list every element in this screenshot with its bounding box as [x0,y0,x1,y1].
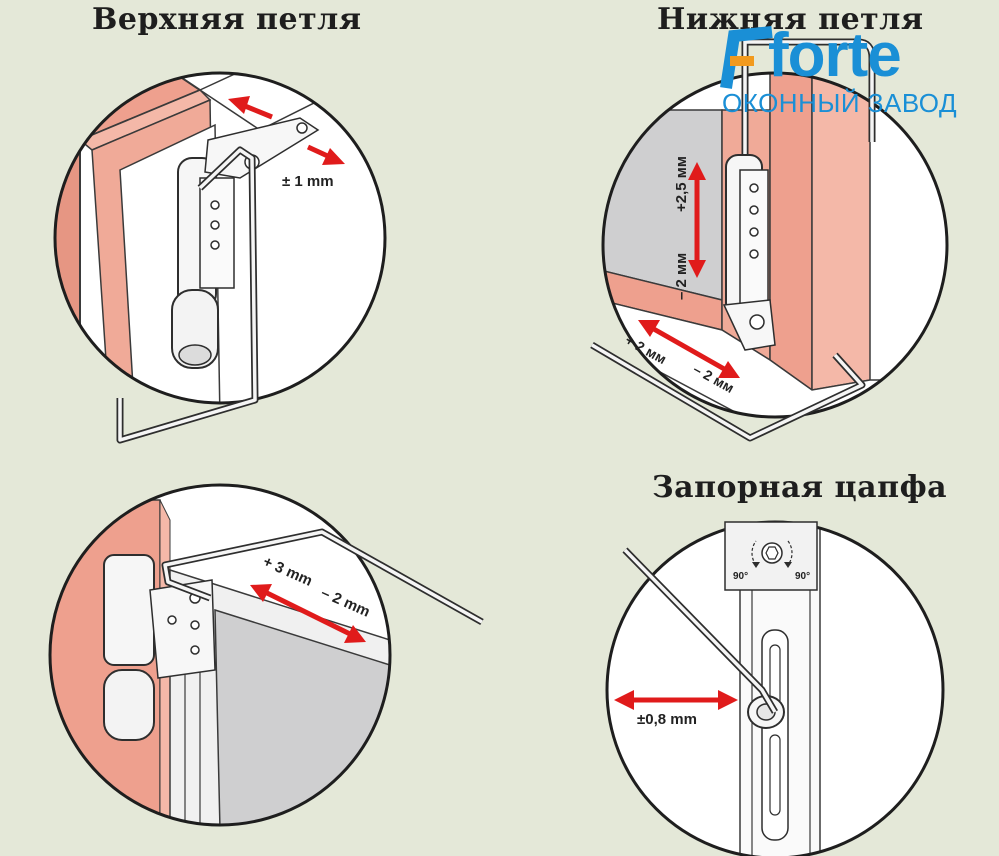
glass-pane [603,109,723,301]
top-hinge-title: Верхняя петля [92,2,362,37]
latch-pin-title: Запорная цапфа [652,470,948,505]
bottom-hinge-body [722,154,776,351]
bottom-hinge-up-label: +2,5 мм [673,156,690,212]
bottom-hinge-title: Нижняя петля [657,2,924,37]
latch-arrow [614,690,738,710]
top-hinge-panel: ± 1 mm [53,71,387,444]
top-hinge-tolerance-label: ± 1 mm [282,173,334,190]
rot-left-label: 90° [733,571,748,582]
logo-subtitle: ОКОННЫЙ ЗАВОД [722,88,958,118]
latch-range-label: ±0,8 mm [637,711,697,728]
side-hinge-panel: + 3 mm – 2 mm [48,483,484,827]
bottom-hinge-down-label: – 2 мм [673,253,690,300]
logo-word: forte [768,21,902,90]
rot-right-label: 90° [795,571,810,582]
top-hinge-arrow-right [306,144,345,165]
side-hinge-arrow [250,584,366,643]
frame-side [55,118,81,403]
top-hinge-arrow-left [228,96,273,120]
bottom-hinge-arrow-vertical [688,162,706,278]
latch-panel: 90° 90° ±0,8 mm [605,520,945,856]
bottom-hinge-arrow-diagonal [638,320,740,378]
forte-logo: forte ОКОННЫЙ ЗАВОД [716,21,986,124]
logo-mark-icon [720,26,773,89]
